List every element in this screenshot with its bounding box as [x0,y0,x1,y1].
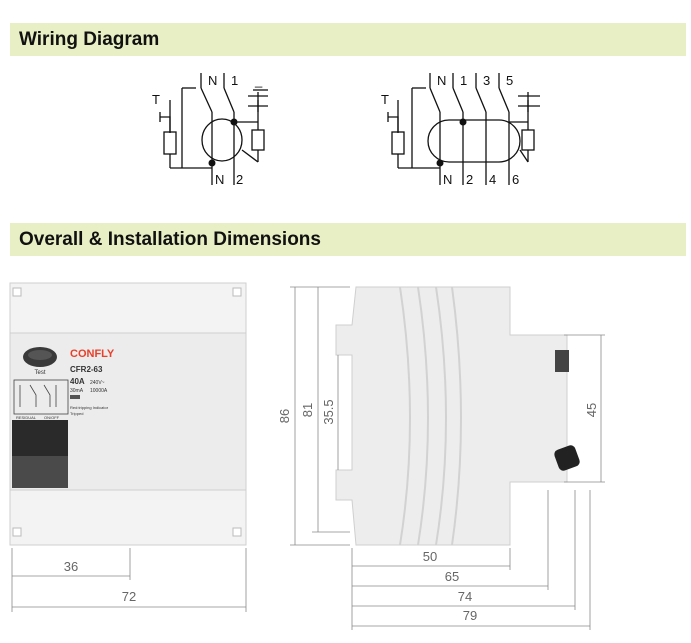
wiring-4p-t-label: T [381,92,389,107]
wiring-2p-bottom-terminal-2: 2 [236,172,243,187]
wiring-4p-bottom-terminal-n: N [443,172,452,187]
wiring-2p-top-terminal-1: 1 [231,73,238,88]
device-brand: CONFLY [70,348,115,360]
device-breaking: 10000A [90,388,108,394]
dim-label-79: 79 [463,608,477,623]
device-model: CFR2-63 [70,365,103,374]
section-header-dimensions: Overall & Installation Dimensions [10,223,686,256]
dim-label-45: 45 [584,403,599,417]
wiring-4p-top-terminal-n: N [437,73,446,88]
front-wiring-symbol [13,379,69,415]
device-side-view [335,286,581,546]
wiring-diagram-4p [387,73,540,185]
side-horizontal-dimension-lines [351,490,591,630]
wiring-4p-bottom-terminal-4: 4 [489,172,496,187]
device-test-label: Test [34,370,45,376]
wiring-4p-top-terminal-1: 1 [460,73,467,88]
wiring-diagram-2p [159,73,268,185]
wiring-4p-top-terminal-3: 3 [483,73,490,88]
front-dimension-lines [11,548,247,612]
side-vertical-dimension-lines [290,286,605,546]
device-indicator-sub: Tripped [70,411,83,416]
wiring-4p-bottom-terminal-2: 2 [466,172,473,187]
section-title-wiring: Wiring Diagram [19,29,160,50]
device-indicator-text: Red:tripping Indicator [70,405,109,410]
dim-label-86: 86 [277,409,292,423]
device-status-right: ON/OFF [44,415,60,420]
device-status-left: RESIDUAL [16,415,37,420]
device-front-view [9,282,247,546]
section-header-wiring: Wiring Diagram [10,23,686,56]
wiring-2p-bottom-terminal-n: N [215,172,224,187]
wiring-2p-top-terminal-n: N [208,73,217,88]
dim-label-35-5: 35.5 [321,399,336,424]
wiring-2p-t-label: T [152,92,160,107]
device-voltage: 240V~ [90,380,105,386]
wiring-2p-node-a [230,118,238,126]
wiring-4p-bottom-terminal-6: 6 [512,172,519,187]
section-title-dimensions: Overall & Installation Dimensions [19,229,321,250]
device-sensitivity: 30mA [70,388,84,394]
wiring-2p-top-terminal-blank: _ [254,73,263,88]
wiring-4p-node-b [436,159,444,167]
wiring-4p-node-a [459,118,467,126]
dim-label-65: 65 [445,569,459,584]
dim-label-50: 50 [423,549,437,564]
dim-label-81: 81 [300,403,315,417]
dim-label-72: 72 [122,589,136,604]
dim-label-36: 36 [64,559,78,574]
wiring-2p-node-b [208,159,216,167]
wiring-4p-top-terminal-5: 5 [506,73,513,88]
device-rating: 40A [70,377,85,386]
dim-label-74: 74 [458,589,472,604]
side-toggle-handle[interactable] [553,444,581,472]
